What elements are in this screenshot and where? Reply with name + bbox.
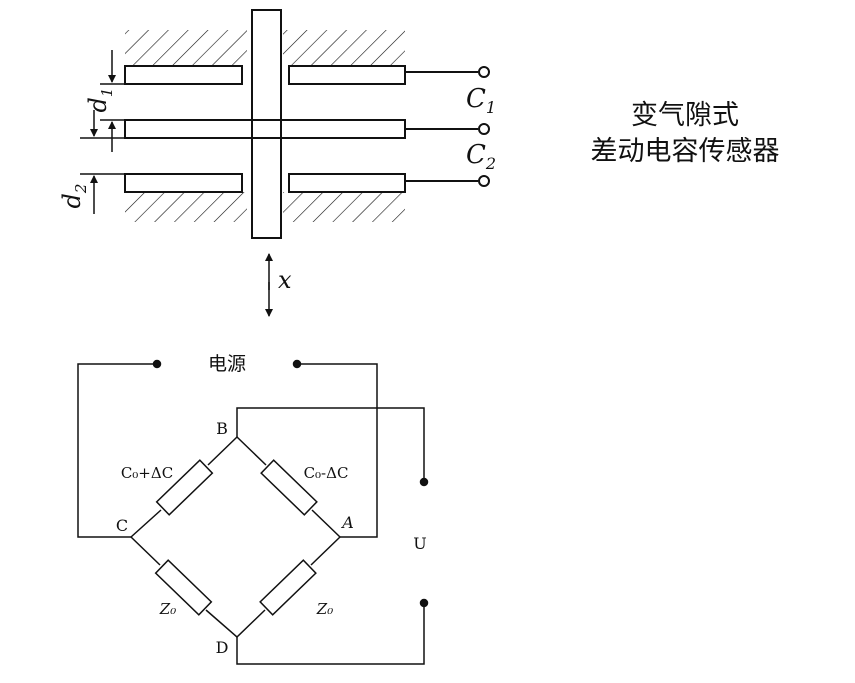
bottom-wall-hatch-right: [283, 192, 405, 222]
resistor-cd: [154, 559, 213, 616]
node-a-label: A: [340, 513, 354, 532]
power-wire-right: [297, 363, 378, 538]
arm-cd-label: Z₀: [159, 600, 176, 618]
power-terminal-left[interactable]: [152, 359, 162, 369]
terminal-top[interactable]: [478, 66, 490, 78]
sensor-structure: [80, 9, 490, 317]
output-label: U: [413, 534, 426, 553]
output-wire-bottom: [236, 603, 425, 665]
output-wire-top: [236, 407, 425, 482]
svg-text:d2: d2: [58, 184, 90, 209]
resistor-ad: [259, 559, 317, 616]
diagram-title: 变气隙式 差动电容传感器: [560, 98, 810, 170]
power-label: 电源: [208, 353, 246, 375]
label-c1: C1: [466, 84, 496, 117]
title-line-1: 变气隙式: [631, 100, 739, 131]
resistor-bc: [155, 459, 214, 516]
lower-plate-right: [288, 173, 406, 193]
label-d1: d1: [84, 88, 116, 113]
label-d2: d2: [58, 184, 90, 209]
power-terminal-right[interactable]: [292, 359, 302, 369]
bottom-wall-hatch-left: [125, 192, 247, 222]
arm-ad-label: Z₀: [316, 600, 333, 618]
output-terminal-bottom[interactable]: [419, 598, 429, 608]
label-c2: C2: [466, 140, 496, 173]
svg-text:d1: d1: [84, 88, 116, 113]
terminal-bottom[interactable]: [478, 175, 490, 187]
label-x: x: [278, 266, 292, 294]
top-wall-hatch-right: [283, 30, 405, 66]
arm-ba-label: C₀-ΔC: [304, 464, 349, 482]
upper-plate-left: [124, 65, 243, 85]
node-b-label: B: [216, 419, 228, 438]
power-wire-left: [77, 363, 157, 538]
terminal-middle[interactable]: [478, 123, 490, 135]
node-d-label: D: [216, 638, 229, 657]
output-terminal-top[interactable]: [419, 477, 429, 487]
shaft: [251, 9, 282, 239]
bridge-circuit: [77, 359, 429, 665]
lower-plate-left: [124, 173, 243, 193]
node-c-label: C: [116, 516, 128, 535]
upper-plate-right: [288, 65, 406, 85]
resistor-ba: [260, 459, 318, 516]
title-line-2: 差动电容传感器: [590, 136, 780, 167]
top-wall-hatch-left: [125, 30, 247, 66]
arm-bc-label: C₀+ΔC: [121, 464, 173, 482]
